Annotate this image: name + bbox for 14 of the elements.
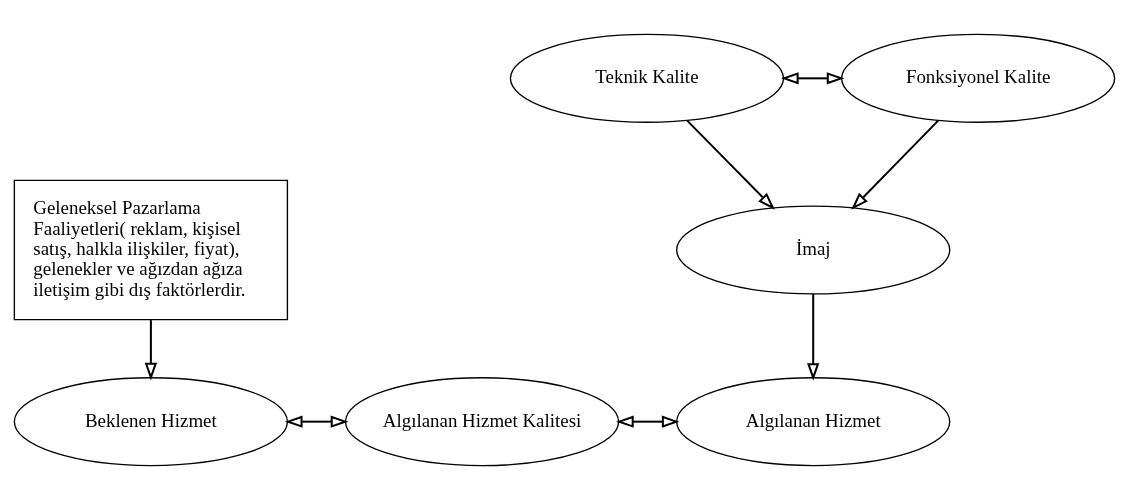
arrow: [807, 294, 820, 381]
arrow: [144, 320, 158, 381]
node-ellipse: İmaj: [676, 205, 951, 295]
node-ellipse: Teknik Kalite: [509, 33, 785, 123]
node-box: Geleneksel Pazarlama Faaliyetleri( reklam, kişisel satış, halkla ilişkiler, fiyat), gelenekler ve ağızdan ağıza iletişim gibi dış faktörlerdir.: [13, 179, 289, 321]
arrow: [686, 119, 775, 210]
node-ellipse: Algılanan Hizmet: [676, 377, 951, 467]
node-ellipse: Fonksiyonel Kalite: [840, 33, 1116, 123]
arrow: [284, 415, 349, 428]
node-ellipse: Algılanan Hizmet Kalitesi: [344, 377, 620, 467]
node-ellipse: Beklenen Hizmet: [13, 377, 289, 467]
arrow: [781, 72, 845, 85]
arrow: [851, 119, 939, 210]
arrow: [616, 415, 680, 428]
